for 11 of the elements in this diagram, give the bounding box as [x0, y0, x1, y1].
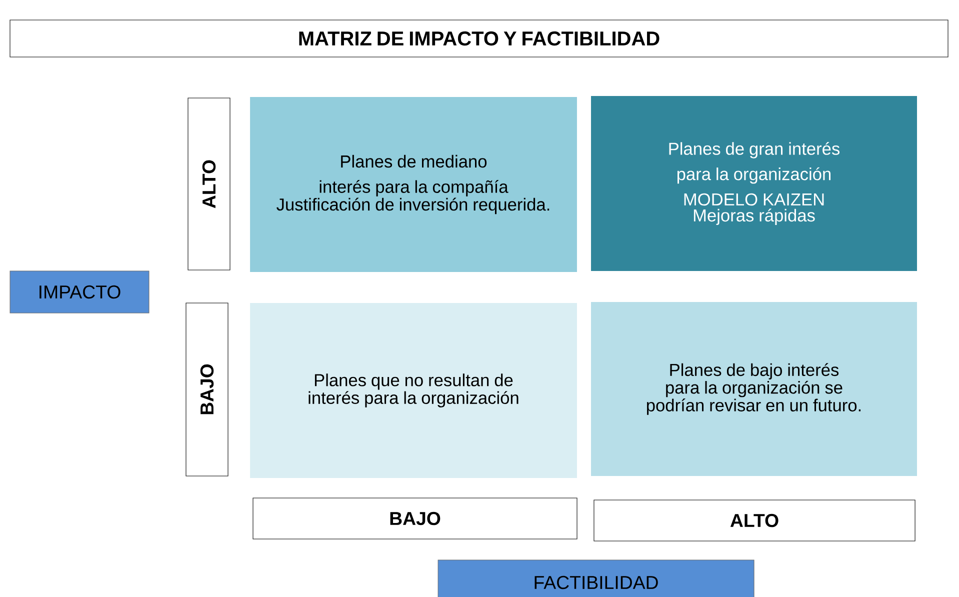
- axis-level-box: ALTO: [594, 500, 916, 542]
- quadrant-cell: Planes que no resultan de interés para la organización: [250, 303, 577, 478]
- quadrant-cell: Planes de gran interés para la organización MODELO KAIZEN Mejoras rápidas: [591, 96, 917, 271]
- quadrant-cell: Planes de mediano interés para la compañía Justificación de inversión requerida.: [250, 97, 577, 272]
- axis-title-box: IMPACTO: [10, 270, 150, 314]
- axis-level-box: BAJO: [186, 302, 228, 476]
- axis-title-box: FACTIBILIDAD: [438, 560, 754, 597]
- title-box: MATRIZ DE IMPACTO Y FACTIBILIDAD: [10, 20, 948, 58]
- axis-level-box: ALTO: [188, 98, 230, 270]
- quadrant-cell: Planes de bajo interés para la organización se podrían revisar en un futuro.: [591, 302, 917, 476]
- axis-level-box: BAJO: [252, 498, 578, 540]
